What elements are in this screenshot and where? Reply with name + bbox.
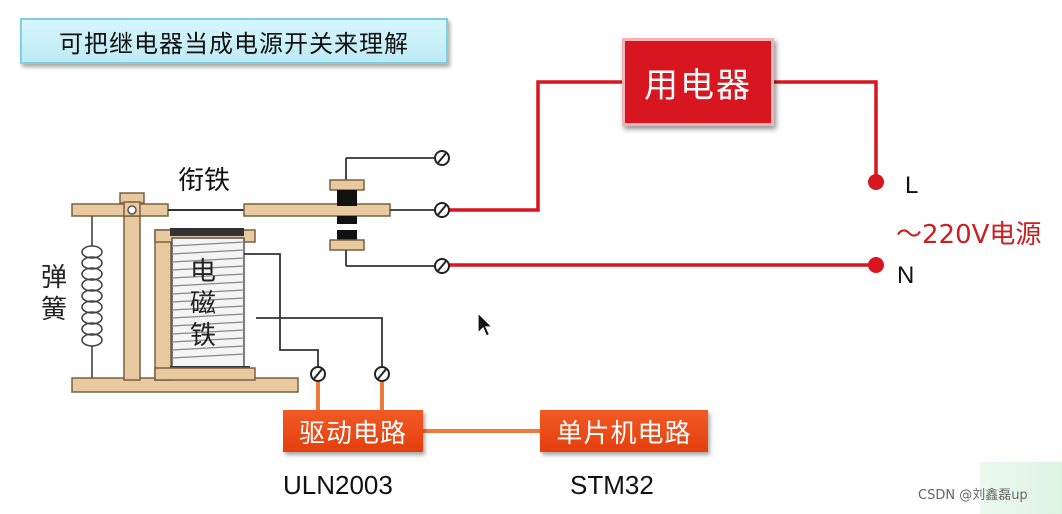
relay-yoke bbox=[123, 195, 141, 381]
coil-terminal-1 bbox=[310, 366, 326, 382]
spring-coil bbox=[81, 216, 103, 378]
electromagnet-label-char-3: 铁 bbox=[189, 321, 216, 351]
coil-cap-top bbox=[170, 228, 244, 236]
wire-appliance-to-L bbox=[774, 80, 878, 182]
watermark: CSDN @刘鑫磊up bbox=[918, 488, 1028, 503]
wire-armature-to-appliance bbox=[442, 80, 622, 212]
driver-chip-label: ULN2003 bbox=[283, 470, 393, 500]
lower-contact-plate bbox=[329, 239, 365, 251]
armature-bar-right bbox=[243, 203, 391, 217]
lower-contact-tip bbox=[337, 230, 357, 240]
upper-contact-plate bbox=[329, 179, 365, 191]
terminal-L-label: L bbox=[905, 172, 919, 199]
N-terminal-dot bbox=[868, 257, 884, 273]
pivot-pin bbox=[127, 205, 137, 215]
coil-lead-2 bbox=[256, 317, 383, 372]
armature-bar-left bbox=[71, 203, 169, 217]
core-L-top bbox=[154, 229, 172, 381]
electromagnet-label-char-2: 磁 bbox=[189, 289, 216, 319]
coil-terminal-2 bbox=[374, 366, 390, 382]
L-terminal-dot bbox=[868, 174, 884, 190]
core-bottom-plate bbox=[154, 367, 256, 381]
electromagnet-label: 电 磁 铁 bbox=[187, 256, 219, 352]
terminal-upper bbox=[434, 150, 450, 166]
mcu-circuit-box: 单片机电路 bbox=[540, 410, 708, 452]
corner-overlay bbox=[980, 462, 1062, 514]
armature-label: 衔铁 bbox=[178, 166, 231, 196]
spring-label: 弹 簧 bbox=[38, 262, 70, 326]
upper-contact-tip bbox=[337, 190, 357, 200]
moving-contact-bottom bbox=[337, 216, 357, 224]
electromagnet-coil bbox=[171, 237, 245, 369]
terminal-middle bbox=[434, 202, 450, 218]
moving-contact-top bbox=[337, 198, 357, 206]
mouse-cursor-icon bbox=[477, 312, 493, 337]
title-banner: 可把继电器当成电源开关来理解 bbox=[20, 18, 448, 64]
terminal-N-label: N bbox=[897, 262, 915, 289]
terminal-lower bbox=[434, 258, 450, 274]
mcu-chip-label: STM32 bbox=[570, 470, 654, 500]
driver-circuit-box: 驱动电路 bbox=[283, 410, 423, 452]
appliance-box: 用电器 bbox=[622, 38, 774, 126]
spring-label-char-2: 簧 bbox=[40, 295, 67, 325]
spring-label-char-1: 弹 bbox=[40, 263, 67, 293]
coil-lead-1 bbox=[244, 253, 319, 372]
power-source-label: ～220V电源 bbox=[896, 220, 1042, 250]
electromagnet-label-char-1: 电 bbox=[189, 257, 216, 287]
